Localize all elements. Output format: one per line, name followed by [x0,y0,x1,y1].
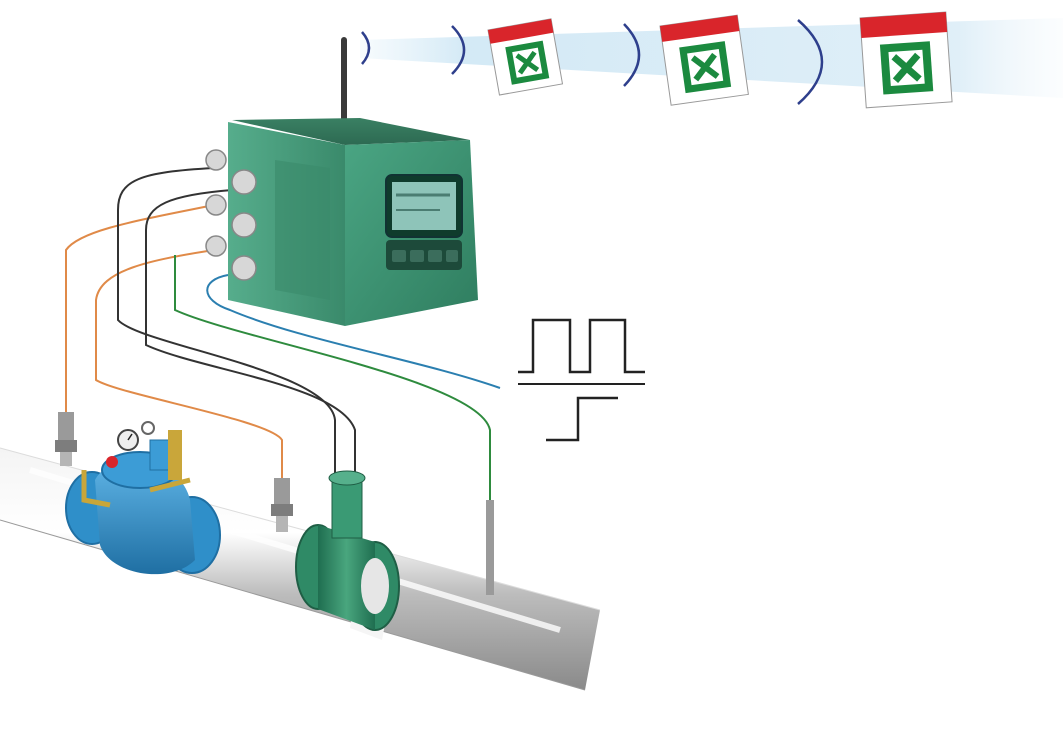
cable-black-2 [145,189,356,475]
electromagnetic-flowmeter [295,470,400,631]
spreadsheet-icon [659,14,749,106]
cable-glands [205,149,257,281]
control-valve [65,421,221,575]
pressure-sensor-downstream [271,478,293,532]
cable-orange-2 [95,249,283,480]
spreadsheet-icon [487,18,564,96]
data-logger [205,37,478,326]
wifi-arc-icon [361,19,824,105]
cable-blue [206,274,501,389]
cable-black-1 [117,167,336,475]
pulse-signal-icon [518,318,645,385]
cable-orange-1 [65,204,215,415]
step-signal-icon [546,396,618,442]
cables [65,167,501,595]
spreadsheet-icon [859,11,953,109]
probe [486,500,494,595]
cable-green [174,255,491,595]
keypad-buttons [392,250,458,262]
pressure-sensor-upstream [55,412,77,466]
